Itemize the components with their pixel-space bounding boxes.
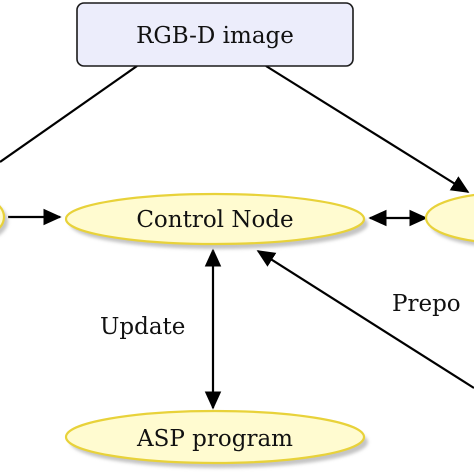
edge-rgbd-to-left-node xyxy=(0,65,138,163)
node-asp-program-label: ASP program xyxy=(136,426,293,452)
node-left-partial xyxy=(0,205,8,235)
node-right-partial xyxy=(424,193,474,246)
edges xyxy=(0,65,474,410)
node-control-node-label: Control Node xyxy=(136,207,293,233)
node-control-node-ellipse xyxy=(64,192,366,246)
node-control-node: Control Node xyxy=(64,192,368,249)
edge-preprocessing-to-control-node xyxy=(256,250,474,389)
node-asp-program: ASP program xyxy=(64,409,368,468)
edge-label-preprocessing: Prepo xyxy=(392,291,461,317)
node-rgbd-image: RGB-D image xyxy=(76,2,354,67)
node-rgbd-image-label: RGB-D image xyxy=(136,23,294,49)
node-asp-program-ellipse xyxy=(64,409,366,465)
edge-label-update: Update xyxy=(100,314,185,340)
edge-rgbd-to-right-node xyxy=(265,65,470,193)
node-rgbd-image-box xyxy=(76,2,354,67)
